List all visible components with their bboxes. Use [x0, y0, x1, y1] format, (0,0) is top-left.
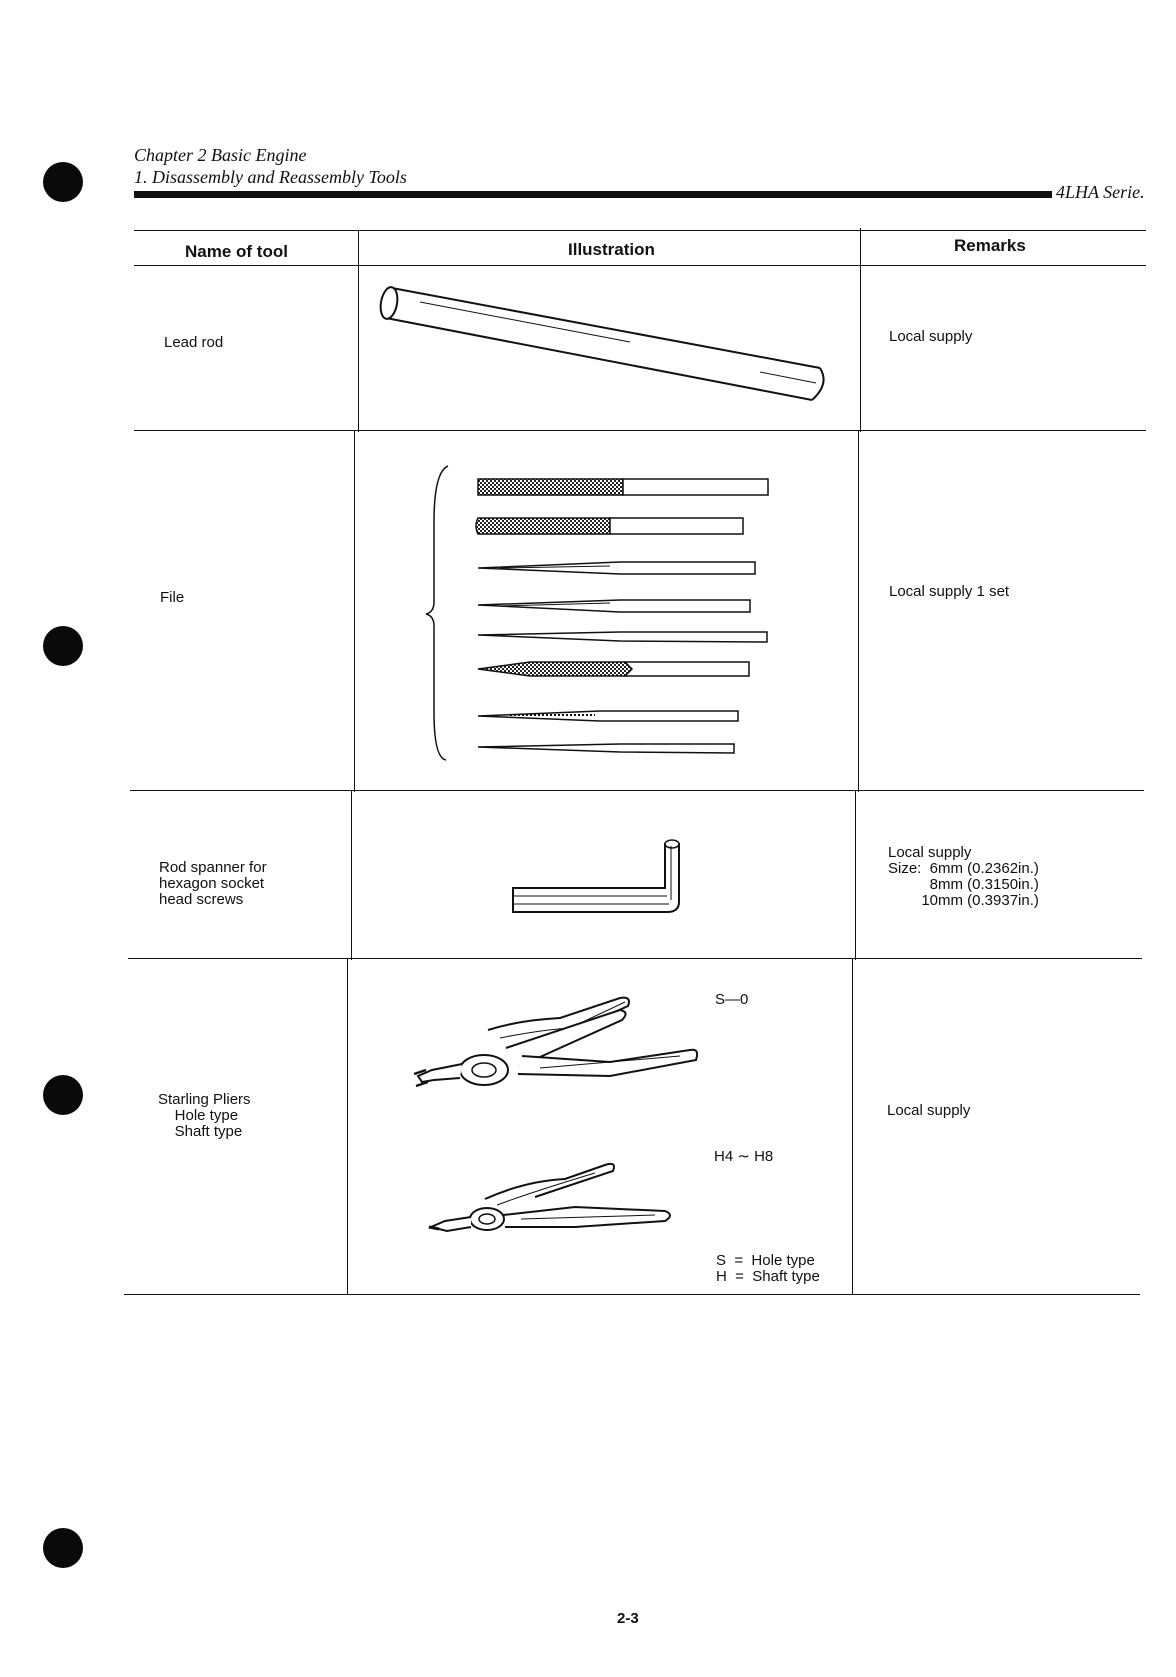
- chapter-title: Chapter 2 Basic Engine: [134, 145, 307, 165]
- column-divider: [358, 230, 359, 432]
- binder-hole: [43, 626, 83, 666]
- column-divider: [855, 790, 856, 960]
- tool-remarks: Local supply 1 set: [889, 583, 1010, 600]
- row-divider: [130, 790, 1144, 791]
- tool-remarks: Local supply Size: 6mm (0.2362in.) 8mm (…: [888, 844, 1039, 909]
- illustration-label-bottom: H4 ∼ H8: [714, 1148, 774, 1165]
- tool-name: Lead rod: [164, 334, 224, 351]
- binder-hole: [43, 1528, 83, 1568]
- column-header-remarks: Remarks: [954, 236, 1026, 255]
- column-divider: [354, 430, 355, 792]
- tool-name: File: [160, 589, 185, 606]
- hex-key-illustration: [512, 839, 680, 913]
- row-divider: [134, 430, 1146, 431]
- column-header-illustration: Illustration: [568, 240, 655, 259]
- table-top-rule: [134, 230, 1146, 231]
- tool-name: Rod spanner for hexagon socket head scre…: [159, 859, 267, 908]
- illustration-label-top: S—0: [715, 991, 749, 1008]
- shaft-type-pliers-illustration: [427, 1162, 671, 1233]
- file-set-illustration: [425, 465, 769, 761]
- column-divider: [852, 958, 853, 1295]
- column-header-name: Name of tool: [185, 242, 288, 261]
- lead-rod-illustration: [379, 286, 825, 401]
- illustration-legend: S = Hole type H = Shaft type: [716, 1252, 820, 1285]
- header-bottom-rule: [134, 265, 1146, 266]
- row-divider: [128, 958, 1142, 959]
- binder-hole: [43, 1075, 83, 1115]
- table-bottom-rule: [124, 1294, 1140, 1295]
- column-divider: [860, 228, 861, 432]
- tool-name: Starling Pliers Hole type Shaft type: [158, 1091, 251, 1140]
- column-divider: [351, 790, 352, 960]
- column-divider: [347, 958, 348, 1295]
- header-rule: [134, 191, 1052, 198]
- section-title: 1. Disassembly and Reassembly Tools: [134, 167, 407, 187]
- tool-remarks: Local supply: [889, 328, 973, 345]
- tool-remarks: Local supply: [887, 1102, 971, 1119]
- column-divider: [858, 430, 859, 792]
- series-label: 4LHA Serie.: [1056, 182, 1145, 202]
- binder-hole: [43, 162, 83, 202]
- page-number: 2-3: [617, 1610, 639, 1627]
- hole-type-pliers-illustration: [413, 996, 699, 1088]
